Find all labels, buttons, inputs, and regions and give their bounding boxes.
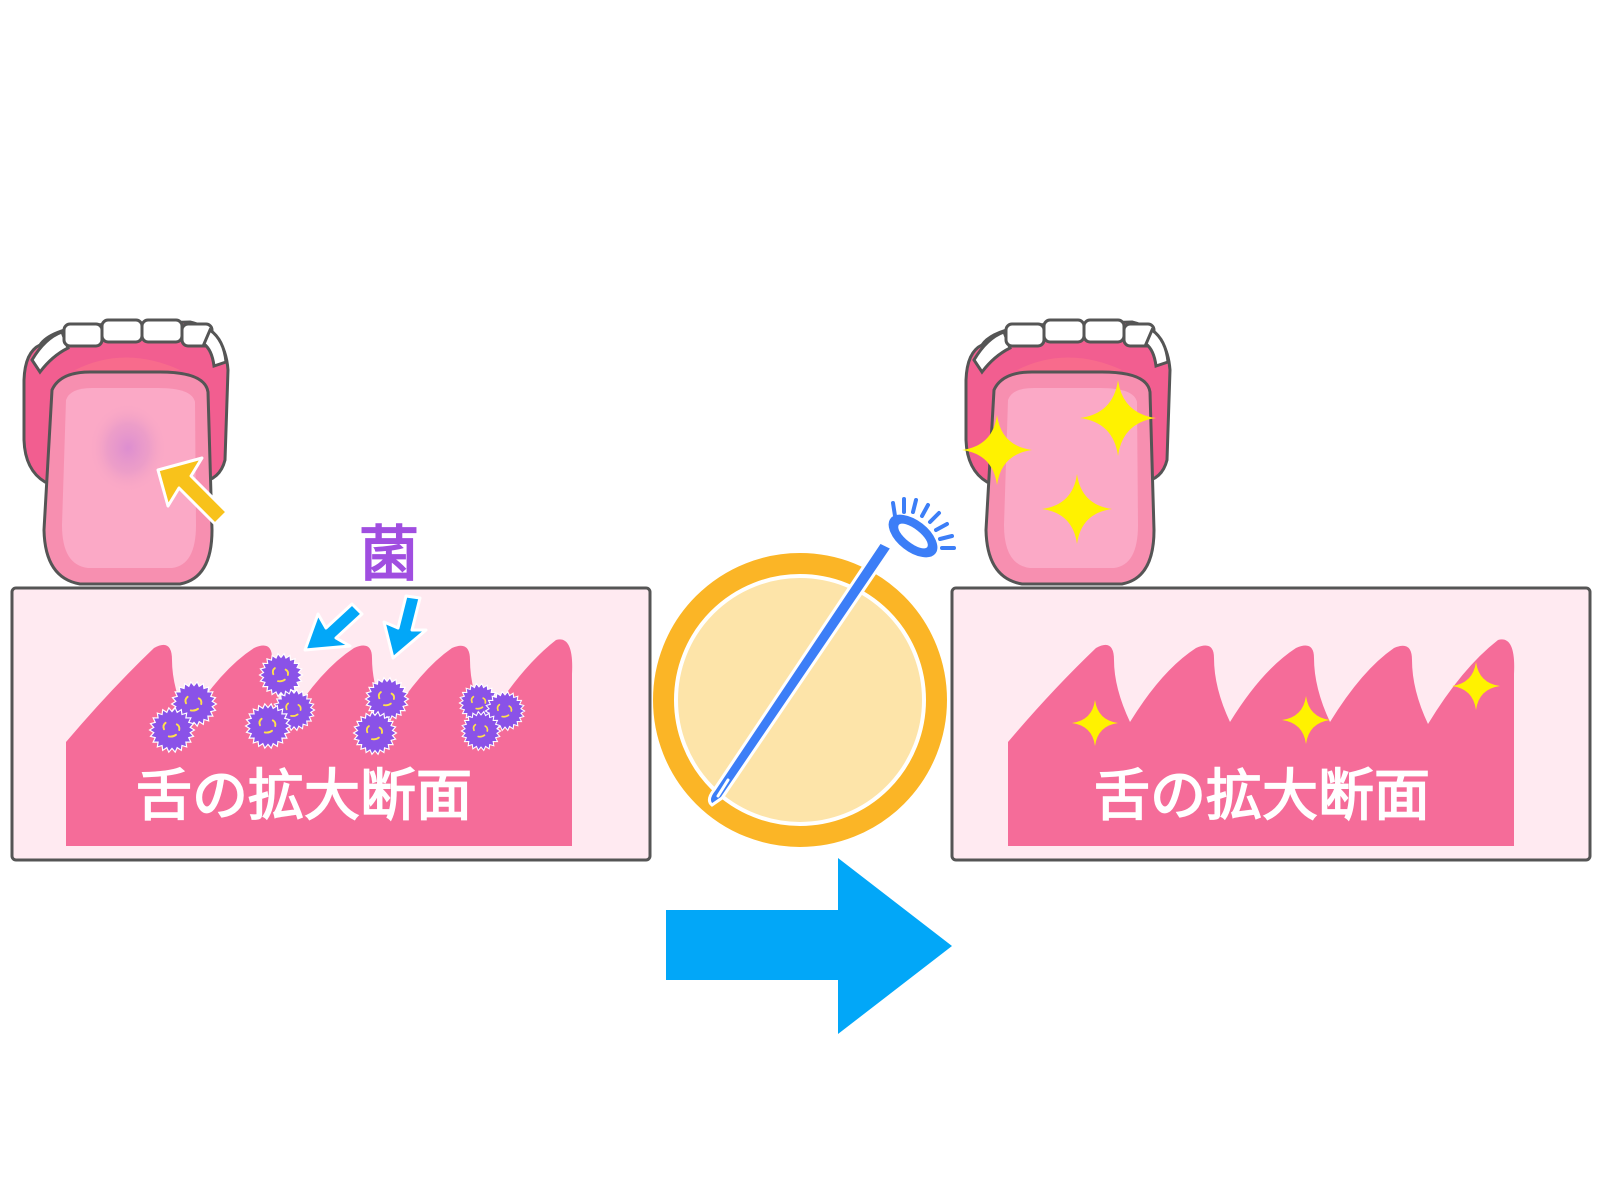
section-label-before: 舌の拡大断面 bbox=[136, 764, 472, 829]
tongue-scraper-icon bbox=[707, 497, 956, 807]
bacteria-arrow-icon bbox=[303, 594, 428, 660]
clean-tongue-icon bbox=[962, 318, 1172, 586]
pointer-arrow-icon bbox=[156, 456, 229, 526]
teeth bbox=[30, 318, 228, 375]
tongue-coating bbox=[90, 404, 166, 492]
section-panel-after: 舌の拡大断面 bbox=[950, 586, 1592, 862]
papillae bbox=[66, 639, 573, 846]
tongue-scraper-badge bbox=[653, 497, 956, 847]
right-arrow-icon bbox=[666, 858, 952, 1034]
teeth bbox=[972, 318, 1170, 375]
bacteria-label: 菌 bbox=[359, 520, 419, 590]
section-label-after: 舌の拡大断面 bbox=[1094, 764, 1430, 829]
section-panel-before: 舌の拡大断面 菌 bbox=[10, 518, 652, 862]
papillae bbox=[1008, 639, 1515, 846]
coated-tongue-icon bbox=[22, 318, 230, 586]
